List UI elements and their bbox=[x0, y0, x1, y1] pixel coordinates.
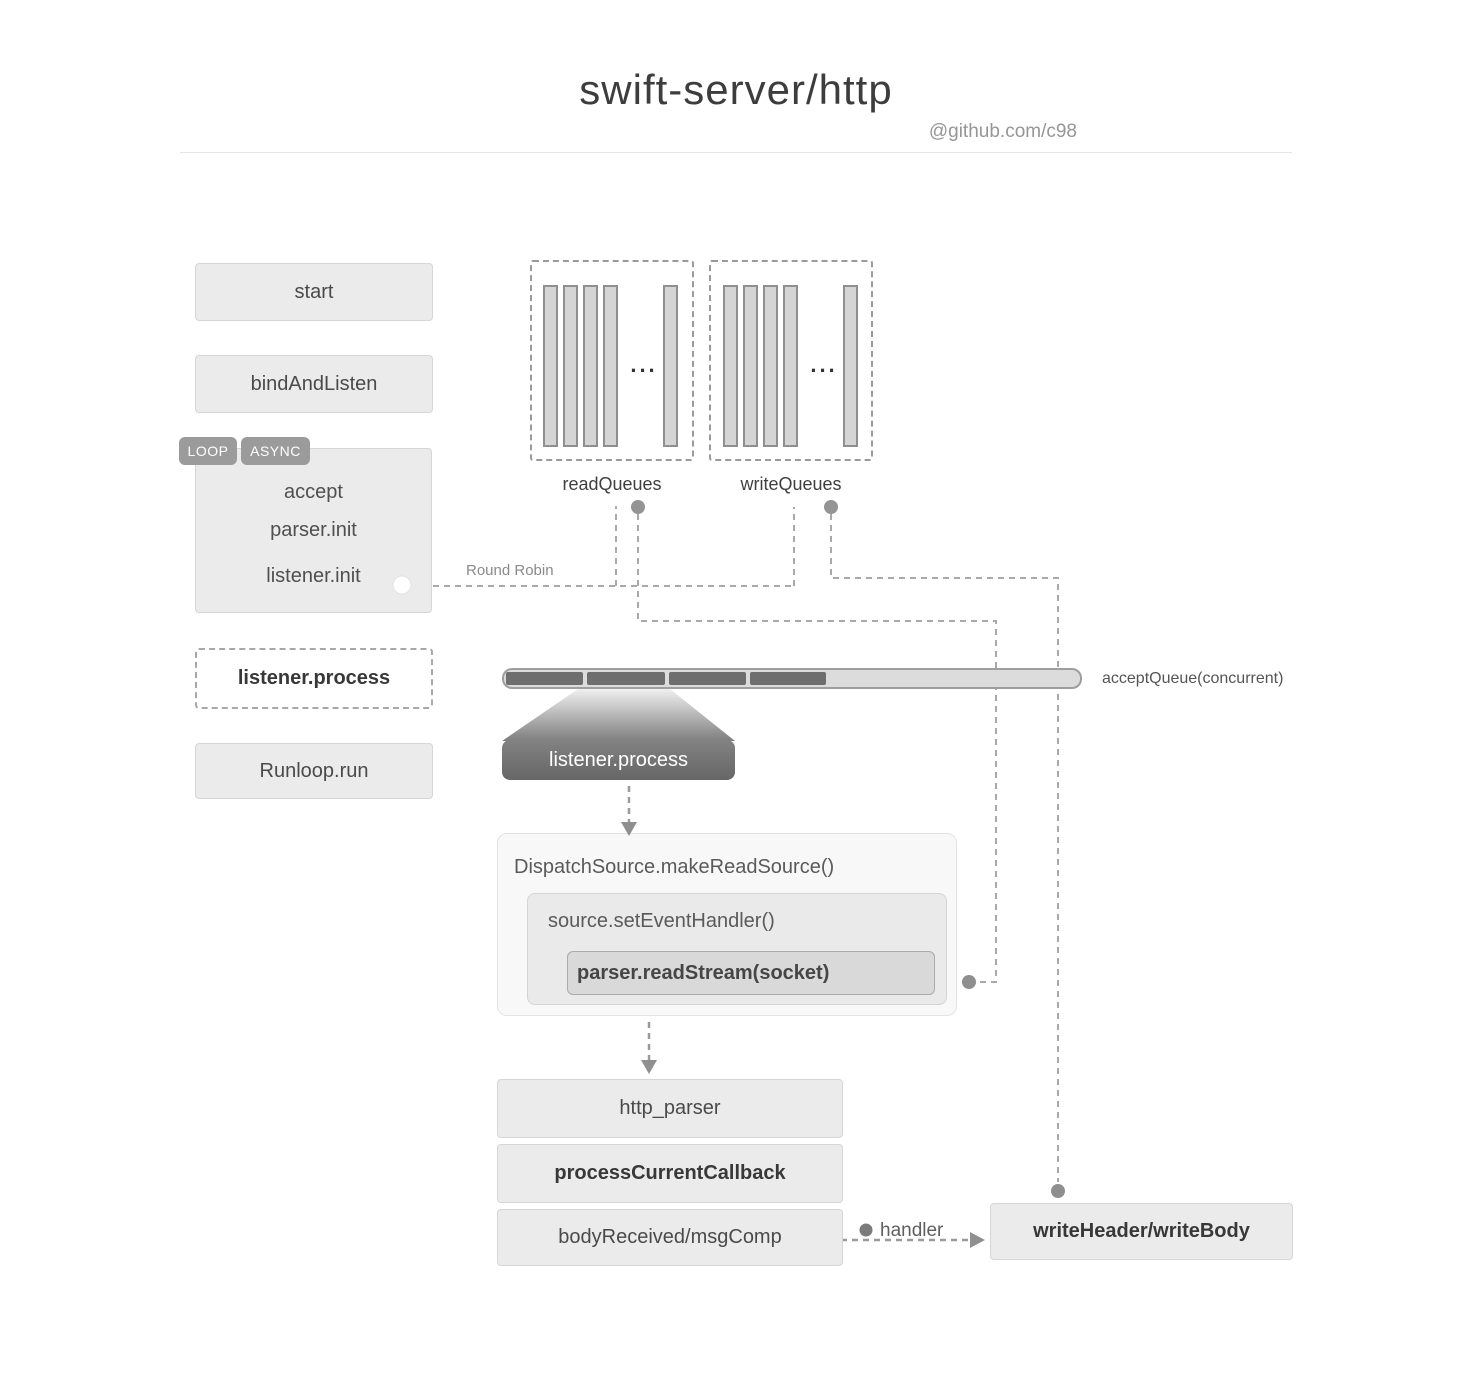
queue-bar bbox=[743, 285, 758, 447]
node-parser-read-stream: parser.readStream(socket) bbox=[567, 951, 935, 995]
queue-task-segment bbox=[506, 672, 583, 685]
node-body-received: bodyReceived/msgComp bbox=[497, 1209, 843, 1266]
handler-label: handler bbox=[880, 1220, 944, 1241]
node-listener-init: listener.init bbox=[266, 565, 361, 587]
queue-bar bbox=[583, 285, 598, 447]
set-event-handler-label: source.setEventHandler() bbox=[548, 910, 775, 932]
queue-ellipsis: ... bbox=[630, 352, 658, 377]
page-title: swift-server/http bbox=[579, 66, 893, 113]
node-start: start bbox=[195, 263, 433, 321]
node-write-header-body: writeHeader/writeBody bbox=[990, 1203, 1293, 1260]
queue-bar bbox=[543, 285, 558, 447]
queue-bar bbox=[843, 285, 858, 447]
dispatch-source-label: DispatchSource.makeReadSource() bbox=[514, 856, 835, 878]
queue-bar bbox=[783, 285, 798, 447]
accept-queue-label: acceptQueue(concurrent) bbox=[1102, 670, 1284, 687]
write-queues-label: writeQueues bbox=[740, 474, 842, 494]
node-listener-process-ref: listener.process bbox=[195, 648, 433, 709]
read-stream-dot bbox=[962, 975, 976, 989]
read-queues-label: readQueues bbox=[562, 474, 662, 494]
header-divider bbox=[180, 152, 1292, 153]
queue-bar bbox=[603, 285, 618, 447]
queue-task-segment bbox=[750, 672, 826, 685]
queue-ellipsis: ... bbox=[810, 352, 838, 377]
page-subtitle: @github.com/c98 bbox=[928, 121, 1077, 142]
queue-bar bbox=[563, 285, 578, 447]
arrowhead-down-http-parser bbox=[641, 1060, 657, 1074]
read-queues-group: ... bbox=[530, 260, 694, 461]
tag-async: ASYNC bbox=[241, 437, 310, 465]
accept-funnel bbox=[502, 689, 735, 741]
read-queues-dot bbox=[631, 500, 645, 514]
node-bind-and-listen: bindAndListen bbox=[195, 355, 433, 413]
queue-bar bbox=[763, 285, 778, 447]
node-accept: accept bbox=[284, 481, 343, 503]
tag-loop: LOOP bbox=[179, 437, 237, 465]
queue-task-segment bbox=[669, 672, 746, 685]
write-queues-dot bbox=[824, 500, 838, 514]
node-process-current-callback: processCurrentCallback bbox=[497, 1144, 843, 1203]
queue-bar bbox=[663, 285, 678, 447]
node-listener-process: listener.process bbox=[502, 740, 735, 780]
queue-task-segment bbox=[587, 672, 665, 685]
node-http-parser: http_parser bbox=[497, 1079, 843, 1138]
accept-queue-bar bbox=[502, 668, 1082, 689]
write-queues-group: ... bbox=[709, 260, 873, 461]
handler-dot bbox=[859, 1223, 873, 1237]
queue-bar bbox=[723, 285, 738, 447]
round-robin-label: Round Robin bbox=[466, 562, 554, 579]
node-runloop-run: Runloop.run bbox=[195, 743, 433, 799]
write-header-dot bbox=[1051, 1184, 1065, 1198]
arrowhead-right-write-header bbox=[970, 1232, 985, 1248]
node-parser-init: parser.init bbox=[270, 519, 357, 541]
